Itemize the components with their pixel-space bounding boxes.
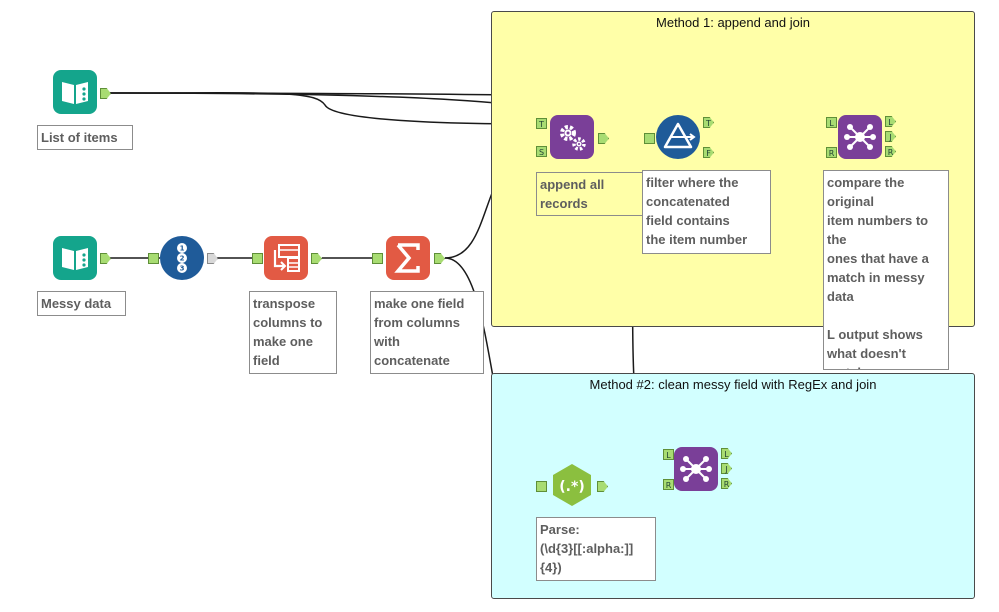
svg-text:2: 2 bbox=[180, 255, 185, 263]
input-data-tool-list[interactable] bbox=[53, 70, 97, 114]
output-anchor[interactable] bbox=[311, 253, 322, 264]
triangle-filter-icon bbox=[663, 122, 696, 149]
numbered-list-icon: 1 2 3 bbox=[177, 243, 187, 273]
right-input-anchor[interactable]: R bbox=[826, 147, 837, 158]
transpose-tool[interactable] bbox=[264, 236, 308, 280]
output-anchor[interactable] bbox=[598, 133, 609, 144]
output-anchor[interactable] bbox=[100, 253, 111, 264]
right-input-anchor[interactable]: R bbox=[663, 479, 674, 490]
input-anchor[interactable] bbox=[536, 481, 547, 492]
annotation-append: append all records together bbox=[536, 172, 644, 216]
right-output-anchor[interactable]: R bbox=[721, 478, 732, 489]
summarize-tool[interactable] bbox=[386, 236, 430, 280]
sigma-icon bbox=[394, 243, 420, 273]
svg-text:1: 1 bbox=[180, 245, 185, 253]
annotation-regex: Parse: (\d{3}[[:alpha:]] {4}) bbox=[536, 517, 656, 581]
record-id-tool[interactable]: 1 2 3 bbox=[160, 236, 204, 280]
annotation-messy-data: Messy data bbox=[37, 291, 126, 316]
wire-list-to-append bbox=[107, 92, 538, 125]
annotation-join-method-1: compare the original item numbers to the… bbox=[823, 170, 949, 370]
true-anchor[interactable]: T bbox=[703, 117, 714, 128]
join-tool-method-2[interactable] bbox=[674, 447, 718, 491]
regex-icon: (.*) bbox=[553, 464, 591, 506]
false-anchor[interactable]: F bbox=[703, 147, 714, 158]
container-title: Method #2: clean messy field with RegEx … bbox=[589, 377, 877, 392]
output-anchor[interactable] bbox=[434, 253, 445, 264]
svg-text:(.*): (.*) bbox=[559, 479, 584, 495]
svg-text:3: 3 bbox=[180, 265, 185, 273]
join-output-anchor[interactable]: J bbox=[721, 463, 732, 474]
left-output-anchor[interactable]: L bbox=[885, 116, 896, 127]
annotation-summarize: make one field from columns with concate… bbox=[370, 291, 484, 374]
input-anchor[interactable] bbox=[372, 253, 383, 264]
filter-tool[interactable] bbox=[656, 115, 700, 159]
annotation-list-of-items: List of items bbox=[37, 125, 133, 150]
output-anchor[interactable] bbox=[100, 88, 111, 99]
input-data-tool-messy[interactable] bbox=[53, 236, 97, 280]
join-output-anchor[interactable]: J bbox=[885, 131, 896, 142]
book-icon bbox=[62, 248, 88, 270]
annotation-transpose: transpose columns to make one field bbox=[249, 291, 337, 374]
append-fields-tool[interactable] bbox=[550, 115, 594, 159]
regex-tool[interactable]: (.*) bbox=[550, 463, 594, 507]
join-network-icon bbox=[680, 456, 712, 482]
output-anchor[interactable] bbox=[597, 481, 608, 492]
join-network-icon bbox=[844, 124, 876, 150]
right-output-anchor[interactable]: R bbox=[885, 146, 896, 157]
left-input-anchor[interactable]: L bbox=[663, 449, 674, 460]
left-input-anchor[interactable]: L bbox=[826, 117, 837, 128]
book-icon bbox=[62, 82, 88, 104]
annotation-filter: filter where the concatenated field cont… bbox=[642, 170, 771, 254]
input-anchor[interactable] bbox=[148, 253, 159, 264]
container-title: Method 1: append and join bbox=[656, 15, 810, 30]
input-anchor[interactable] bbox=[252, 253, 263, 264]
source-anchor[interactable]: S bbox=[536, 146, 547, 157]
left-output-anchor[interactable]: L bbox=[721, 448, 732, 459]
target-anchor[interactable]: T bbox=[536, 118, 547, 129]
join-tool-method-1[interactable] bbox=[838, 115, 882, 159]
output-anchor[interactable] bbox=[207, 253, 218, 264]
transpose-icon bbox=[273, 244, 300, 272]
input-anchor[interactable] bbox=[644, 133, 655, 144]
gears-icon bbox=[560, 125, 586, 151]
